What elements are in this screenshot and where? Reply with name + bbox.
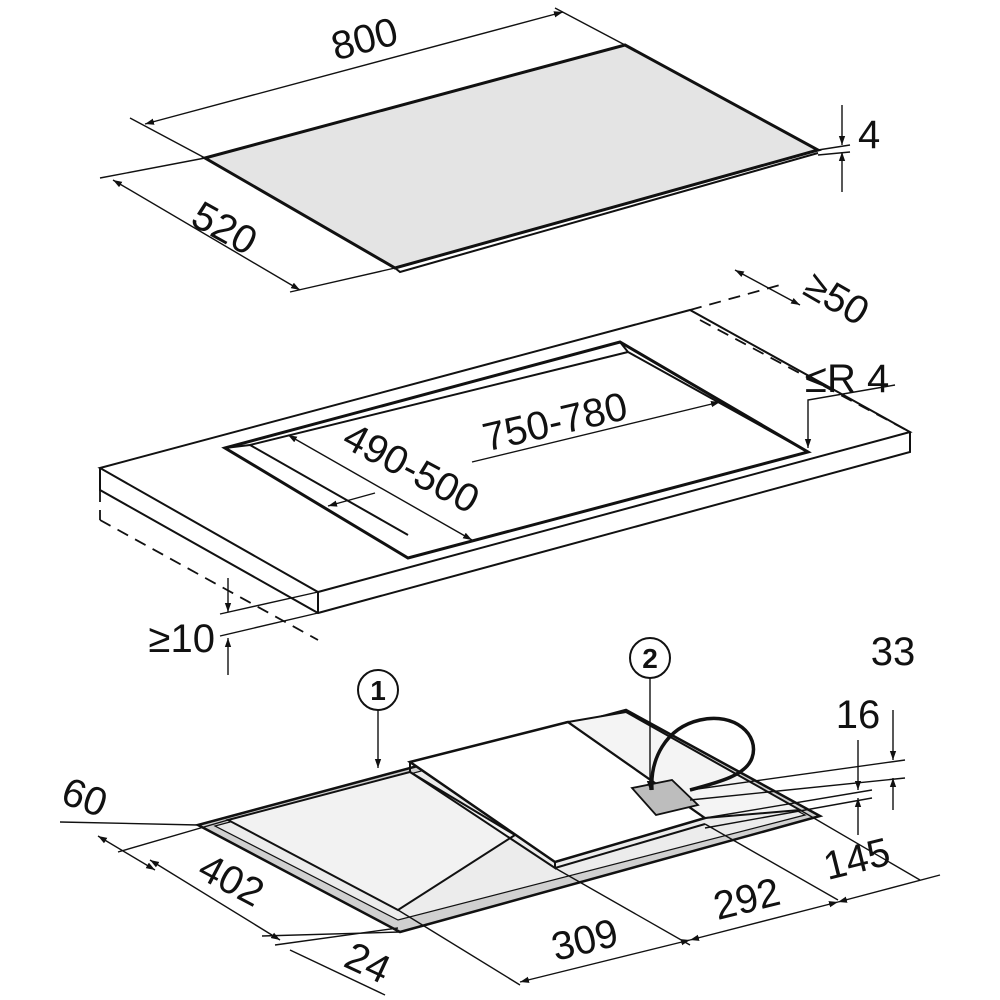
dim-label-4: 4 bbox=[858, 113, 880, 157]
callout-label-2: 2 bbox=[642, 643, 658, 674]
dim-label-60: 60 bbox=[56, 770, 113, 827]
power-cable bbox=[650, 716, 756, 792]
worktop-cutout-view: 750-780 490-500 ≥50 ≤R 4 ≥10 bbox=[97, 263, 913, 675]
dimension-line-ge50 bbox=[734, 269, 801, 306]
dimension-line-800 bbox=[144, 11, 564, 125]
hob-bottom-view: 1 2 60 402 24 309 292 145 bbox=[56, 630, 941, 996]
dim-label-16: 16 bbox=[836, 693, 881, 737]
hob-top-view: 800 520 4 bbox=[99, 7, 880, 293]
dimension-line-309 bbox=[519, 939, 691, 983]
callout-label-1: 1 bbox=[370, 675, 386, 706]
dim-label-33: 33 bbox=[871, 630, 916, 674]
dim-label-ge10: ≥10 bbox=[149, 617, 215, 661]
dimension-line-292 bbox=[689, 901, 839, 941]
dimension-line-520 bbox=[112, 179, 301, 291]
dim-label-r4: ≤R 4 bbox=[805, 357, 889, 401]
dimension-line-402 bbox=[149, 859, 281, 941]
dim-label-292: 292 bbox=[709, 870, 784, 929]
dim-label-24: 24 bbox=[338, 934, 397, 993]
dimension-line-750-780 bbox=[471, 401, 721, 463]
dimension-line-490-500 bbox=[287, 434, 473, 541]
dim-label-309: 309 bbox=[547, 911, 622, 970]
hob-glass-plate bbox=[201, 43, 822, 270]
dim-label-145: 145 bbox=[819, 830, 894, 889]
dim-label-800: 800 bbox=[327, 10, 403, 70]
dim-label-ge50: ≥50 bbox=[797, 263, 877, 334]
hob-plate-edge bbox=[394, 152, 819, 274]
leader-r4 bbox=[804, 384, 896, 448]
dim-label-520: 520 bbox=[184, 193, 264, 264]
